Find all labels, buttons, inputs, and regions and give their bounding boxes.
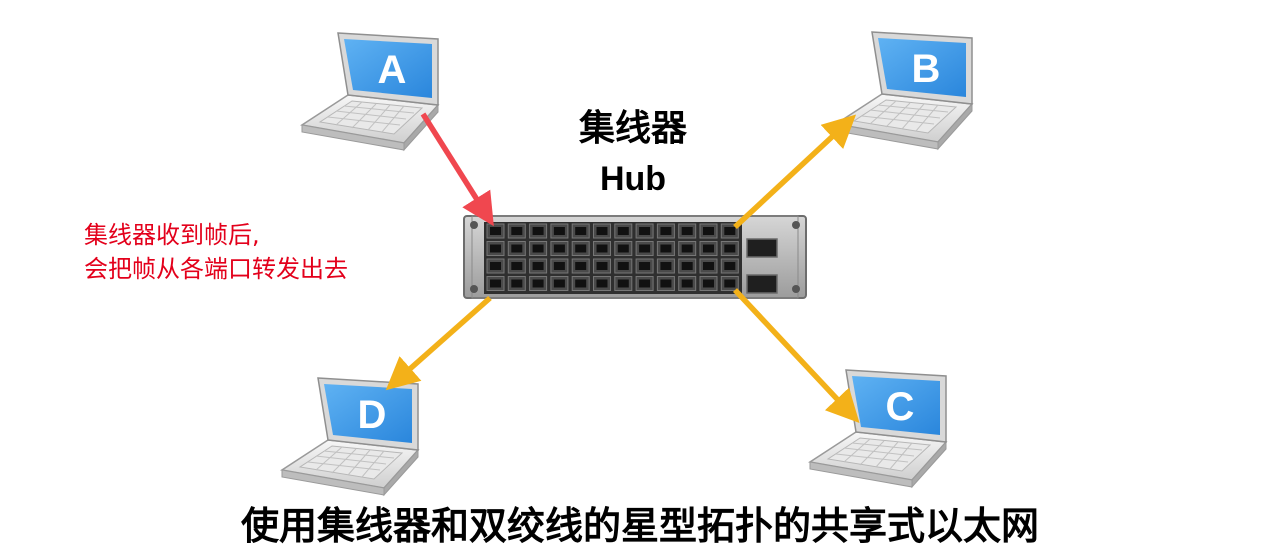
hub-port [699,241,718,256]
hub-note-line-1: 集线器收到帧后, [84,221,260,249]
hub-port [507,223,526,239]
hub-port [529,276,548,291]
hub-port [635,223,654,239]
computer-a: A [301,32,439,151]
hub-port [507,241,526,256]
hub-port [656,241,675,256]
hub-port [550,258,569,274]
hub-port [593,276,611,291]
hub-port [678,241,697,256]
computer-b-label: B [912,47,941,91]
computer-d: D [281,377,419,496]
hub-port [614,241,633,256]
hub-port [720,241,739,256]
hub-note-line-2: 会把帧从各端口转发出去 [84,255,348,283]
hub-port [678,258,697,274]
hub-port [678,223,697,239]
diagram-caption: 使用集线器和双绞线的星型拓扑的共享式以太网 [240,504,1039,548]
arrow-hub-to-d [385,295,492,391]
arrow-a-to-hub [420,112,494,227]
hub-port [614,258,633,274]
arrow-hub-to-b [733,114,857,230]
hub-port [614,223,633,239]
hub-port [635,241,654,256]
hub-subtitle: Hub [599,160,667,198]
hub-port [720,276,739,291]
hub-port [529,258,548,274]
hub-port [507,276,526,291]
hub-port [593,258,611,274]
hub-port [550,241,569,256]
hub-port [486,276,505,291]
hub-port [699,276,718,291]
hub-port [571,241,590,256]
computer-a-label: A [378,48,407,92]
hub-port [699,223,718,239]
hub-port [593,223,611,239]
hub-port [507,258,526,274]
hub-ports [486,223,739,291]
hub-port [571,223,590,239]
hub-port [486,258,505,274]
hub-port [678,276,697,291]
hub-port [486,241,505,256]
hub-port [593,241,611,256]
hub-port [529,223,548,239]
hub-port [720,223,739,239]
hub-port [550,276,569,291]
hub-port [656,223,675,239]
hub-port [656,258,675,274]
hub-port [635,258,654,274]
hub-port [571,276,590,291]
hub-port [720,258,739,274]
hub-port [550,223,569,239]
hub-port [635,276,654,291]
hub-port [571,258,590,274]
computer-c: C [809,369,947,488]
hub-note: 集线器收到帧后, 会把帧从各端口转发出去 [84,218,464,286]
computer-b: B [835,31,973,150]
hub-port [529,241,548,256]
hub-port [614,276,633,291]
hub-port [486,223,505,239]
computer-c-label: C [886,385,915,429]
arrow-hub-to-c [732,288,860,424]
hub-port [656,276,675,291]
hub-port [699,258,718,274]
hub-title: 集线器 [578,108,687,149]
hub-device [463,215,807,299]
computer-d-label: D [358,393,387,437]
